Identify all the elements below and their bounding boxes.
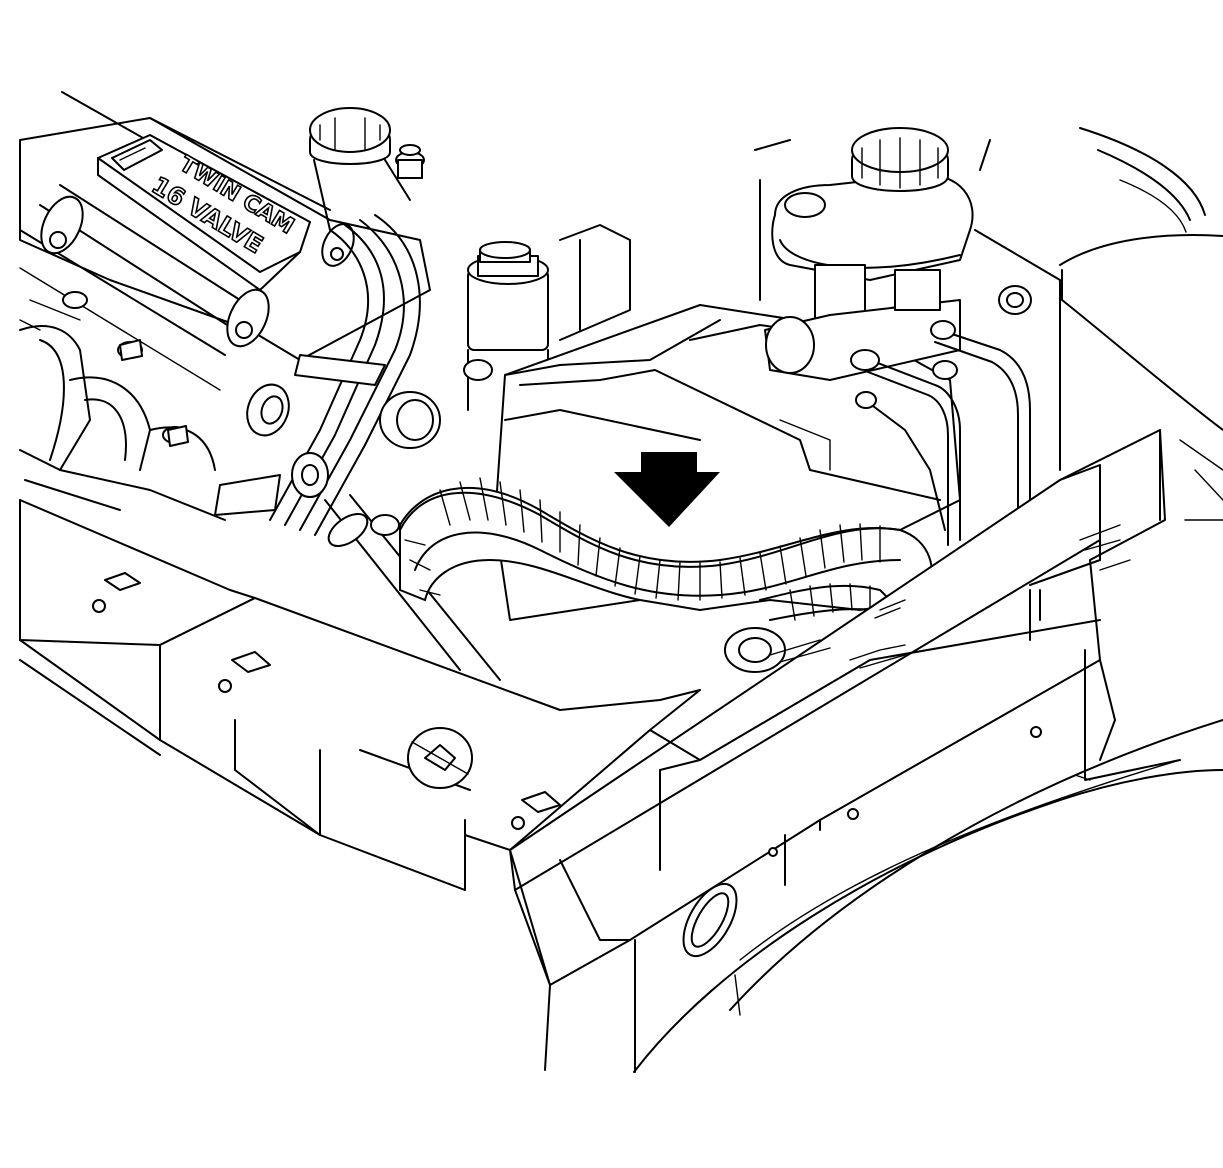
radiator-support [19,499,701,891]
fender-well [1059,127,1223,521]
hood-latch [407,727,473,789]
exhaust-manifold [19,291,226,521]
brand-logo [111,139,163,171]
valve-cover: TWIN CAM 16 VALVE [19,91,431,391]
brake-master-cylinder [754,127,1061,471]
arrow-down-icon [614,452,720,527]
slot [104,572,141,591]
egr-valve [246,224,631,449]
underbody-curves [633,719,1223,1073]
radiator-hose [291,452,501,681]
rail-oval-slot [682,882,738,958]
harness-wrap-rings [404,477,881,601]
harness-clips [769,524,1131,669]
oil-filler-cap [309,107,425,231]
frame-rail [509,429,1181,1073]
brake-lines [850,320,1031,546]
fuel-lines [214,214,421,536]
